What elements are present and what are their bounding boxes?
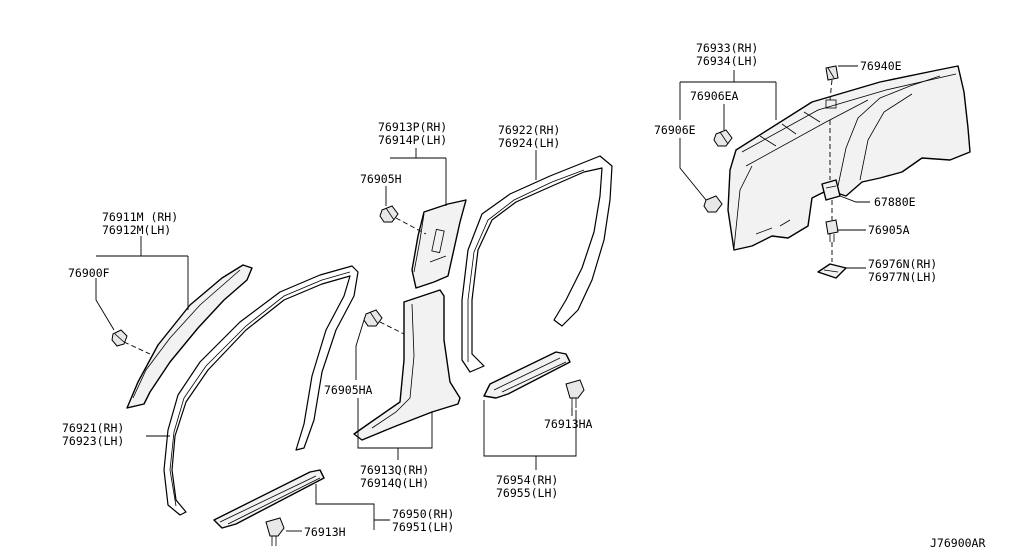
part-76933-rear-side-trim[interactable] xyxy=(727,65,971,251)
part-76976n-plate[interactable] xyxy=(817,263,847,279)
label-76977n: 76977N(LH) xyxy=(868,270,937,284)
clip-76906e[interactable] xyxy=(703,195,723,213)
part-76954-rear-kicking-plate[interactable] xyxy=(483,351,571,399)
part-labels: 76911M (RH) 76912M(LH) 76900F 76921(RH) … xyxy=(62,41,985,550)
label-76922: 76922(RH) xyxy=(498,123,560,137)
label-67880e: 67880E xyxy=(874,195,916,209)
label-76933: 76933(RH) xyxy=(696,41,758,55)
label-76905a: 76905A xyxy=(868,223,910,237)
part-67880e-bracket[interactable] xyxy=(821,179,841,201)
label-76921: 76921(RH) xyxy=(62,421,124,435)
label-76905h: 76905H xyxy=(360,172,402,186)
clip-76905a[interactable] xyxy=(825,219,839,242)
clip-76905ha[interactable] xyxy=(363,309,383,327)
clip-76905h[interactable] xyxy=(379,205,399,223)
label-76954: 76954(RH) xyxy=(496,473,558,487)
part-76950-front-kicking-plate[interactable] xyxy=(213,469,325,529)
label-76911m: 76911M (RH) xyxy=(102,210,178,224)
label-76934: 76934(LH) xyxy=(696,54,758,68)
clip-76913ha[interactable] xyxy=(565,379,585,408)
part-76921-front-weatherstrip[interactable] xyxy=(163,265,359,516)
label-76913q: 76913Q(RH) xyxy=(360,463,429,477)
clip-76913h[interactable] xyxy=(265,517,285,546)
part-76913p-b-pillar-upper[interactable] xyxy=(411,199,467,289)
label-76914q: 76914Q(LH) xyxy=(360,476,429,490)
label-76913ha: 76913HA xyxy=(544,417,593,431)
label-76950: 76950(RH) xyxy=(392,507,454,521)
label-76976n: 76976N(RH) xyxy=(868,257,937,271)
label-76923: 76923(LH) xyxy=(62,434,124,448)
part-76922-rear-weatherstrip[interactable] xyxy=(461,155,613,373)
label-76900f: 76900F xyxy=(68,266,110,280)
label-76906ea: 76906EA xyxy=(690,89,739,103)
part-76911m-a-pillar-trim[interactable] xyxy=(126,264,253,409)
label-76906e: 76906E xyxy=(654,123,696,137)
label-76913p: 76913P(RH) xyxy=(378,120,447,134)
clip-76900f[interactable] xyxy=(111,329,128,347)
label-76905ha: 76905HA xyxy=(324,383,373,397)
clip-76906ea[interactable] xyxy=(713,129,733,147)
label-76912m: 76912M(LH) xyxy=(102,223,171,237)
clip-76940e[interactable] xyxy=(825,65,839,81)
label-76940e: 76940E xyxy=(860,59,902,73)
label-76913h: 76913H xyxy=(304,525,346,539)
leader-lines xyxy=(95,65,870,532)
diagram-code: J76900AR xyxy=(930,536,985,550)
label-76955: 76955(LH) xyxy=(496,486,558,500)
label-76951: 76951(LH) xyxy=(392,520,454,534)
label-76914p: 76914P(LH) xyxy=(378,133,447,147)
label-76924: 76924(LH) xyxy=(498,136,560,150)
